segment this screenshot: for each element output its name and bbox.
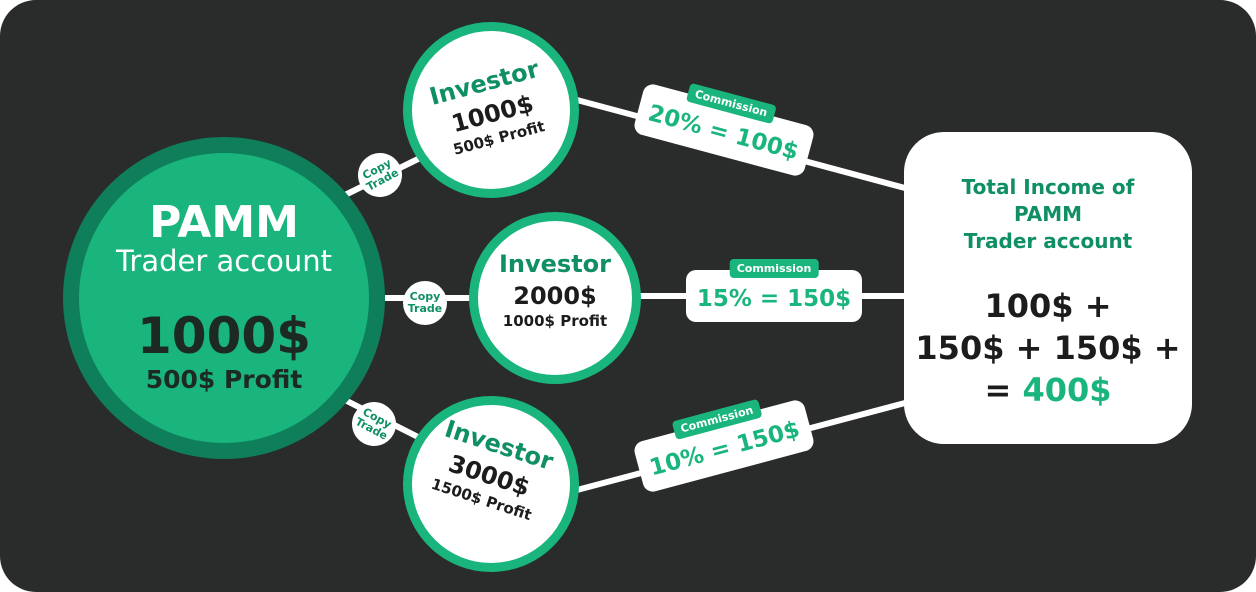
investor-2-amount: 2000$ <box>513 282 597 310</box>
commission-box-2: Commission 15% = 150$ <box>686 259 862 322</box>
total-income-equation: 100$ + 150$ + 150$ + = 400$ <box>915 287 1181 409</box>
trader-profit: 500$ Profit <box>145 365 303 394</box>
commission-tag-2: Commission <box>729 259 819 278</box>
investor-3-circle <box>403 396 579 572</box>
total-income-result: 400$ <box>1022 371 1112 409</box>
total-income-box: Total Income of PAMM Trader account 100$… <box>904 132 1192 444</box>
trader-amount: 1000$ <box>137 307 311 365</box>
trader-title: PAMM <box>149 197 299 248</box>
investor-2-label: Investor <box>498 250 612 278</box>
investor-1-circle <box>403 22 579 198</box>
trader-circle-inner <box>79 153 369 443</box>
total-income-title: Total Income of PAMM Trader account <box>961 175 1135 253</box>
investor-2-circle <box>469 212 641 384</box>
trader-subtitle: Trader account <box>115 244 333 278</box>
investor-2-content: Investor 2000$ 1000$ Profit <box>469 250 641 330</box>
investor-2-profit: 1000$ Profit <box>502 312 608 330</box>
commission-value-2: 15% = 150$ <box>696 286 852 312</box>
